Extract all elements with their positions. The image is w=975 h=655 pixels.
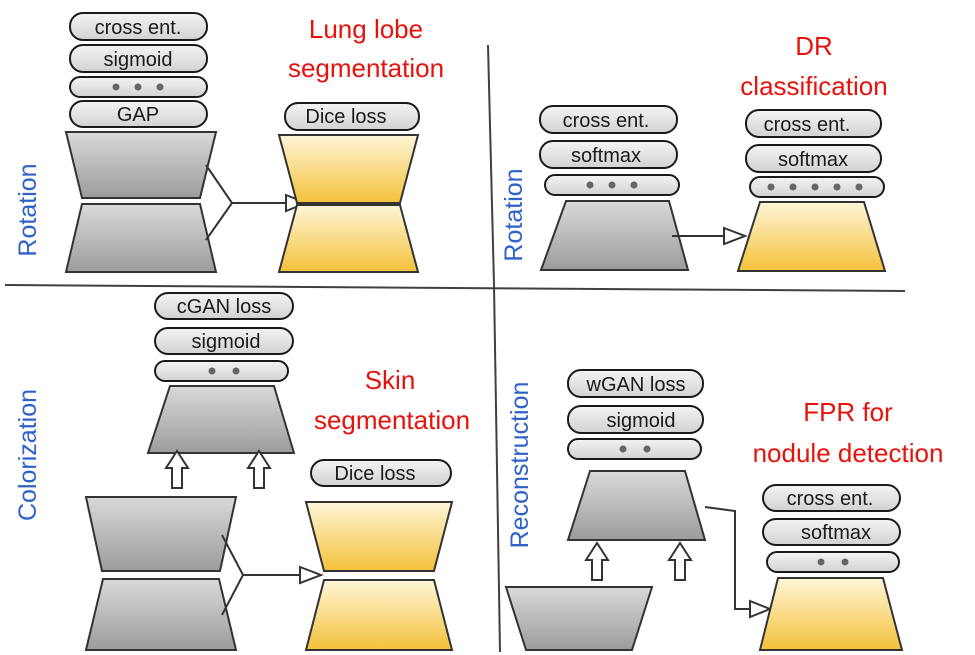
upward-arrow-left [164,449,190,489]
pretext-head-block [566,470,707,541]
head-pill-loss-label: cGAN loss [177,296,271,318]
upward-arrow-right [667,541,693,581]
target-head-activation [745,144,882,173]
target-head-loss-label: Dice loss [305,106,386,128]
layer-dot [608,181,616,189]
panel-top-right: Rotation DR classification cross ent. so… [500,31,888,272]
task-label-top-left-line1: Lung lobe [309,14,423,44]
pretext-label-bottom-right: Reconstruction [506,382,534,549]
target-head-loss-label: Dice loss [334,463,415,485]
head-pill-loss-label: wGAN loss [586,374,686,396]
task-label-bottom-right-line1: FPR for [803,397,893,427]
head-pill-activation [567,405,704,434]
pretrained-encoder [504,586,654,651]
pretrained-encoder [84,496,238,572]
layer-dot [208,367,216,375]
transfer-connector [205,164,234,241]
pretext-label-top-right: Rotation [500,168,528,261]
target-decoder [277,204,420,273]
upward-arrow-left [584,541,610,581]
layer-dot [630,181,638,189]
layer-dot [643,445,651,453]
panel-bottom-left: Colorization Skin segmentation cGAN loss… [14,292,470,651]
panel-top-left: Rotation Lung lobe segmentation cross en… [14,12,444,273]
task-label-bottom-left-line2: segmentation [314,405,470,435]
upward-arrow-right [246,449,272,489]
layer-dot [134,83,142,91]
target-encoder [304,501,454,572]
pretext-head-top-left: cross ent. sigmoid GAP [69,12,208,128]
divider-vertical-bottom [493,284,501,653]
target-head-activation-label: softmax [801,522,871,544]
target-encoder [277,134,420,204]
head-pill-pooling [69,100,208,128]
pretext-head-block [146,385,296,454]
transfer-arrow-head [299,565,324,585]
head-pill-loss [69,12,208,41]
head-pill-activation-label: sigmoid [607,410,676,432]
target-head-loss-label: cross ent. [787,488,874,510]
task-label-top-right-line2: classification [740,71,887,101]
task-label-top-left-line2: segmentation [288,53,444,83]
layer-dot [817,558,825,566]
divider-horizontal [4,284,906,292]
pretrained-encoder [539,200,690,271]
head-pill-activation [539,140,678,169]
head-pill-layers [567,438,702,460]
head-pill-activation-label: softmax [571,145,641,167]
task-label-bottom-left-line1: Skin [365,365,416,395]
pretext-label-bottom-left: Colorization [14,389,42,521]
target-head-loss [745,109,882,138]
pretext-label-top-left: Rotation [14,163,42,256]
transfer-connector [704,506,752,610]
head-pill-layers [154,360,289,382]
target-head-loss-label: cross ent. [764,114,851,136]
task-label-top-right-line1: DR [795,31,833,61]
layer-dot [841,558,849,566]
layer-dot [232,367,240,375]
layer-dot [811,183,819,191]
target-head-loss [310,459,452,487]
task-label-bottom-right-line2: nodule detection [753,438,944,468]
layer-dot [767,183,775,191]
target-encoder [736,201,887,272]
head-pill-loss-label: cross ent. [563,110,650,132]
target-decoder [304,579,454,651]
divider-vertical-top [487,44,495,286]
head-pill-loss [567,369,704,398]
head-pill-activation [154,327,294,355]
head-pill-pooling-label: GAP [117,104,159,126]
head-pill-activation-label: sigmoid [104,49,173,71]
pretrained-encoder [64,131,218,199]
layer-dot [112,83,120,91]
head-pill-activation-label: sigmoid [192,331,261,353]
target-head-layers [766,551,900,573]
layer-dot [789,183,797,191]
pretrained-decoder [84,578,238,651]
head-pill-loss [539,105,678,134]
target-head-loss [762,484,901,512]
target-encoder [758,577,904,651]
target-head-activation-label: softmax [778,149,848,171]
pretrained-decoder [64,203,218,273]
layer-dot [619,445,627,453]
target-head-loss [284,102,420,131]
target-head-activation [762,518,901,546]
transfer-arrow-head [723,226,748,246]
head-pill-loss [154,292,294,320]
head-pill-activation [69,44,208,73]
transfer-arrow-head [749,599,773,619]
panel-bottom-right: Reconstruction FPR for nodule detection … [504,369,944,651]
layer-dot [833,183,841,191]
layer-dot [855,183,863,191]
layer-dot [586,181,594,189]
layer-dot [156,83,164,91]
head-pill-loss-label: cross ent. [95,17,182,39]
